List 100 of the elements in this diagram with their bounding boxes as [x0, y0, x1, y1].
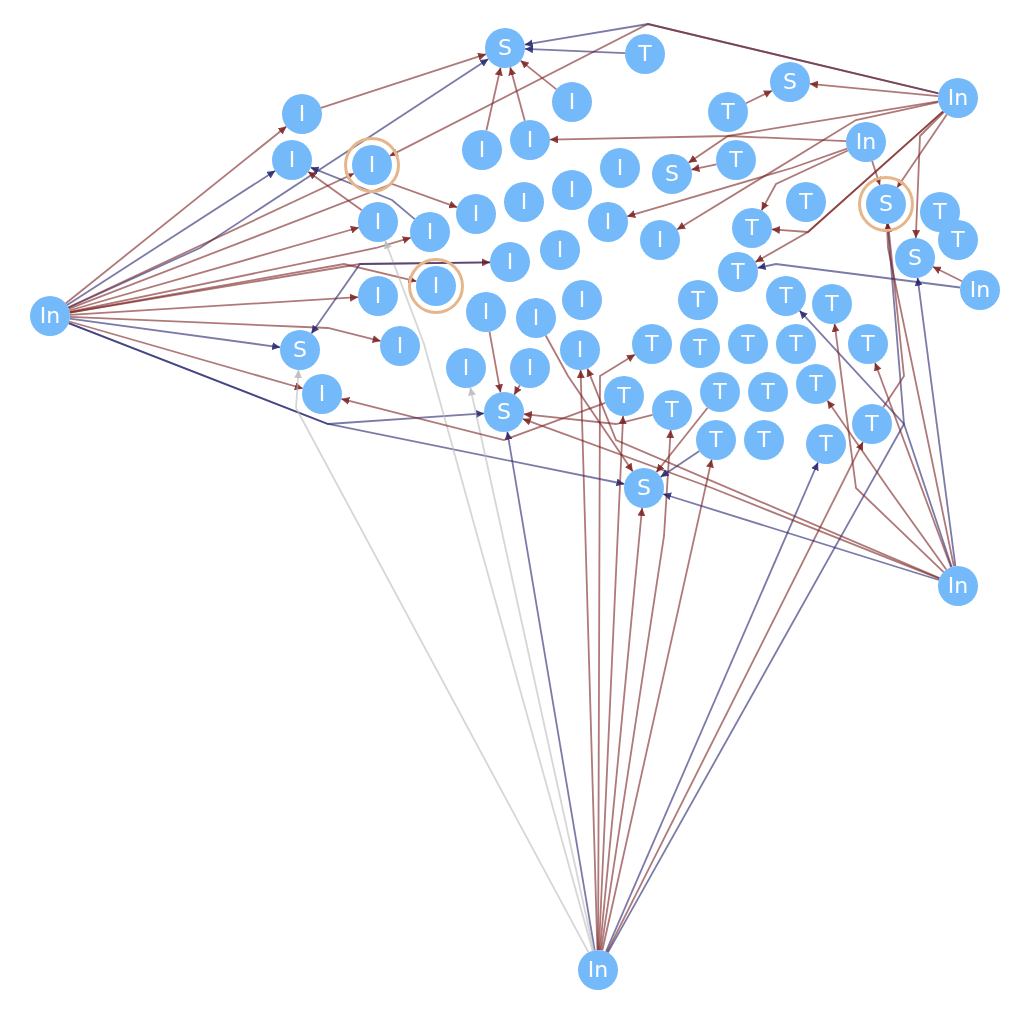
node-label: I — [482, 301, 490, 323]
node-label: I — [432, 275, 440, 297]
node-label: I — [578, 289, 586, 311]
arrow — [307, 170, 363, 212]
arrow — [549, 100, 940, 144]
arrow — [871, 160, 882, 186]
arrow — [874, 361, 952, 569]
arrow — [310, 261, 491, 335]
node-label: I — [478, 139, 486, 161]
node-label: S — [637, 477, 651, 499]
node-label: I — [520, 191, 528, 213]
arrow — [67, 172, 355, 309]
arrow — [64, 125, 288, 305]
node-label: I — [576, 339, 584, 361]
node-label: I — [462, 357, 470, 379]
node-label: S — [879, 193, 893, 215]
node-label: I — [568, 179, 576, 201]
node-label: I — [374, 211, 382, 233]
arrow — [912, 111, 945, 239]
arrow — [68, 258, 491, 314]
node-label: In — [969, 279, 991, 301]
arrow — [521, 417, 941, 580]
node-label: T — [665, 399, 679, 421]
node-label: T — [731, 261, 745, 283]
arrow — [606, 441, 864, 953]
arrow — [600, 429, 675, 952]
node-label: I — [318, 383, 326, 405]
node-label: S — [665, 163, 679, 185]
arrow — [756, 262, 962, 289]
node-label: T — [757, 429, 771, 451]
node-label: I — [426, 221, 434, 243]
node-label: T — [638, 43, 652, 65]
arrow — [508, 66, 526, 122]
node-label: T — [789, 333, 803, 355]
node-label: I — [526, 129, 534, 151]
node-label: T — [865, 413, 879, 435]
node-label: I — [298, 103, 306, 125]
node-label: I — [532, 307, 540, 329]
arrow — [68, 320, 304, 391]
arrow — [504, 430, 596, 952]
node-label: T — [779, 285, 793, 307]
arrow — [598, 415, 627, 951]
node-label: T — [729, 149, 743, 171]
arrow — [524, 45, 626, 54]
arrow — [597, 353, 636, 951]
node-label: T — [617, 385, 631, 407]
node-label: In — [39, 305, 61, 327]
node-label: T — [951, 229, 965, 251]
arrow — [605, 461, 819, 953]
arrow — [914, 276, 957, 568]
node-label: I — [368, 154, 376, 176]
node-label: I — [396, 335, 404, 357]
arrow — [655, 406, 709, 474]
node-label: I — [556, 239, 564, 261]
node-label: I — [472, 203, 480, 225]
arrow — [659, 450, 701, 478]
arrow — [68, 225, 360, 312]
arrow — [798, 309, 953, 568]
node-label: In — [947, 575, 969, 597]
node-label: T — [809, 373, 823, 395]
arrow — [68, 317, 282, 351]
node-label: S — [497, 401, 511, 423]
node-label: I — [526, 357, 534, 379]
arrow — [662, 492, 940, 581]
arrow — [69, 293, 359, 316]
node-label: T — [741, 333, 755, 355]
node-label: In — [855, 131, 877, 153]
node-label: S — [498, 37, 512, 59]
node-label: T — [693, 337, 707, 359]
arrow — [544, 334, 634, 473]
node-label: In — [947, 87, 969, 109]
node-label: I — [568, 91, 576, 113]
node-label: I — [604, 211, 612, 233]
arrow — [485, 66, 503, 132]
arrow — [826, 399, 948, 571]
node-label: T — [709, 429, 723, 451]
arrow — [384, 239, 594, 952]
arrow — [883, 223, 955, 568]
arrow — [488, 330, 503, 394]
arrow — [896, 113, 948, 189]
node-label: T — [819, 433, 833, 455]
arrow — [760, 149, 849, 212]
arrow — [831, 322, 945, 573]
node-label: T — [799, 191, 813, 213]
node-label: T — [861, 333, 875, 355]
node-label: S — [293, 339, 307, 361]
arrow — [809, 80, 939, 97]
arrow — [69, 316, 382, 344]
node-label: T — [933, 201, 947, 223]
node-label: T — [645, 333, 659, 355]
arrow — [65, 169, 277, 307]
arrow — [576, 369, 599, 951]
node-label: T — [825, 293, 839, 315]
arrow — [68, 263, 418, 314]
arrow — [745, 89, 773, 105]
arrow — [626, 147, 848, 218]
arrow — [690, 163, 718, 172]
node-label: I — [374, 285, 382, 307]
arrow — [513, 384, 522, 396]
node-label: I — [288, 149, 296, 171]
